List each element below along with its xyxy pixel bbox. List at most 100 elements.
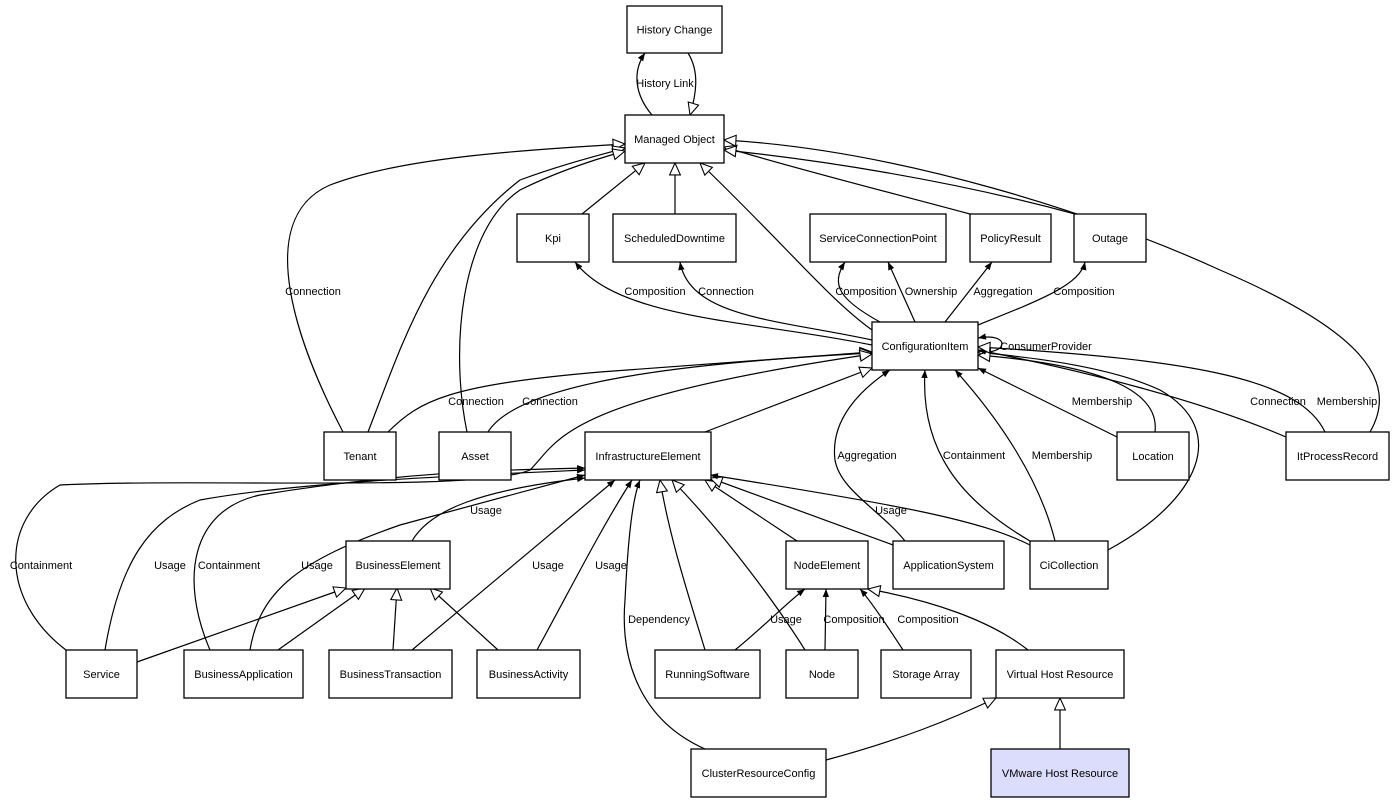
node-box (990, 748, 1130, 798)
node-storage-array[interactable]: Storage Array (880, 649, 972, 699)
node-managed-object[interactable]: Managed Object (624, 114, 725, 164)
generalization-connector (978, 347, 1326, 433)
edge-label: Containment (10, 560, 72, 572)
node-box (690, 748, 827, 798)
node-label: BusinessApplication (194, 669, 292, 681)
edge-infrastructure-element-to-configuration-item (704, 368, 872, 433)
node-ci-collection[interactable]: CiCollection (1029, 540, 1109, 590)
node-configuration-item[interactable]: ConfigurationItem (871, 321, 979, 371)
node-virtual-host-resource[interactable]: Virtual Host Resource (995, 649, 1125, 699)
association-connector (954, 369, 1056, 542)
association-connector (977, 348, 1287, 438)
node-service-connection-point[interactable]: ServiceConnectionPoint (809, 213, 947, 263)
edge-running-software-to-infrastructure-element (660, 480, 706, 651)
association-connector (977, 261, 1087, 326)
edge-configuration-item-to-policy-result: Aggregation (944, 261, 1033, 323)
node-scheduled-downtime[interactable]: ScheduledDowntime (612, 213, 737, 263)
node-label: Storage Array (892, 669, 960, 681)
node-label: InfrastructureElement (595, 451, 700, 463)
edge-label: Composition (1053, 286, 1114, 298)
generalization-connector (672, 480, 806, 651)
node-business-activity[interactable]: BusinessActivity (476, 649, 581, 699)
edge-node-to-node-element: Composition (822, 588, 885, 651)
node-box (345, 540, 451, 590)
node-box (626, 5, 723, 54)
node-box (809, 213, 947, 263)
node-label: Kpi (545, 233, 561, 245)
edge-label: Containment (198, 560, 260, 572)
edge-managed-object-to-history-change: History Link (636, 52, 694, 116)
node-box (476, 649, 581, 699)
node-box (880, 649, 972, 699)
node-label: Managed Object (634, 134, 715, 146)
edge-location-to-configuration-item (978, 355, 1156, 433)
association-connector (944, 261, 993, 323)
edge-label: Usage (532, 560, 564, 572)
node-label: ClusterResourceConfig (702, 768, 816, 780)
node-business-element[interactable]: BusinessElement (345, 540, 451, 590)
node-box (1285, 431, 1390, 481)
generalization-connector (978, 352, 1200, 551)
node-box (1029, 540, 1109, 590)
generalization-connector (487, 353, 872, 433)
generalization-connector (15, 354, 872, 651)
edge-ci-collection-to-infrastructure-element: Usage (709, 473, 1031, 546)
node-vmware-host-resource[interactable]: VMware Host Resource (990, 748, 1130, 798)
association-connector (678, 261, 873, 341)
node-location[interactable]: Location (1116, 431, 1190, 481)
node-label: Tenant (343, 451, 376, 463)
node-label: BusinessActivity (489, 669, 569, 681)
node-infrastructure-element[interactable]: InfrastructureElement (584, 431, 712, 481)
node-label: Service (83, 669, 120, 681)
node-service[interactable]: Service (65, 649, 138, 699)
association-connector (837, 261, 881, 323)
node-outage[interactable]: Outage (1073, 213, 1147, 263)
generalization-connector (367, 148, 625, 433)
node-cluster-resource-config[interactable]: ClusterResourceConfig (690, 748, 827, 798)
edge-business-transaction-to-business-element (393, 588, 397, 651)
node-application-system[interactable]: ApplicationSystem (892, 540, 1005, 590)
edge-configuration-item-to-outage: Composition (977, 261, 1115, 326)
edge-label: Connection (698, 286, 754, 298)
node-history-change[interactable]: History Change (626, 5, 723, 54)
node-box (612, 213, 737, 263)
node-box (323, 431, 397, 481)
edge-it-process-record-to-managed-object (724, 140, 1380, 433)
node-policy-result[interactable]: PolicyResult (969, 213, 1052, 263)
association-connector (249, 473, 586, 651)
node-box (516, 213, 590, 263)
edge-ci-collection-to-configuration-item (978, 352, 1200, 551)
edge-label: Connection (285, 286, 341, 298)
node-running-software[interactable]: RunningSoftware (654, 649, 761, 699)
node-label: History Change (637, 25, 713, 37)
node-node[interactable]: Node (785, 649, 859, 699)
edge-label: Dependency (628, 614, 690, 626)
association-connector (977, 333, 1003, 353)
edge-application-system-to-configuration-item: Aggregation (833, 369, 906, 542)
generalization-connector (724, 150, 1076, 215)
generalization-connector (868, 589, 1029, 651)
generalization-connector (393, 588, 397, 651)
edge-label: Connection (522, 396, 578, 408)
edge-label: Aggregation (973, 286, 1032, 298)
edge-service-to-business-element (136, 588, 346, 663)
generalization-connector (458, 151, 625, 433)
node-asset[interactable]: Asset (438, 431, 512, 481)
node-node-element[interactable]: NodeElement (785, 540, 869, 590)
node-it-process-record[interactable]: ItProcessRecord (1285, 431, 1390, 481)
node-kpi[interactable]: Kpi (516, 213, 590, 263)
node-box (624, 114, 725, 164)
node-tenant[interactable]: Tenant (323, 431, 397, 481)
edge-label: Composition (897, 614, 958, 626)
generalization-connector (704, 368, 872, 433)
edge-asset-to-managed-object (458, 151, 625, 433)
generalization-connector (978, 355, 1156, 433)
node-box (785, 540, 869, 590)
node-business-application[interactable]: BusinessApplication (183, 649, 304, 699)
node-box (183, 649, 304, 699)
edge-business-application-to-infrastructure-element: Usage (249, 473, 586, 651)
edge-policy-result-to-managed-object (724, 147, 971, 215)
generalization-connector (700, 163, 873, 331)
node-business-transaction[interactable]: BusinessTransaction (328, 649, 453, 699)
